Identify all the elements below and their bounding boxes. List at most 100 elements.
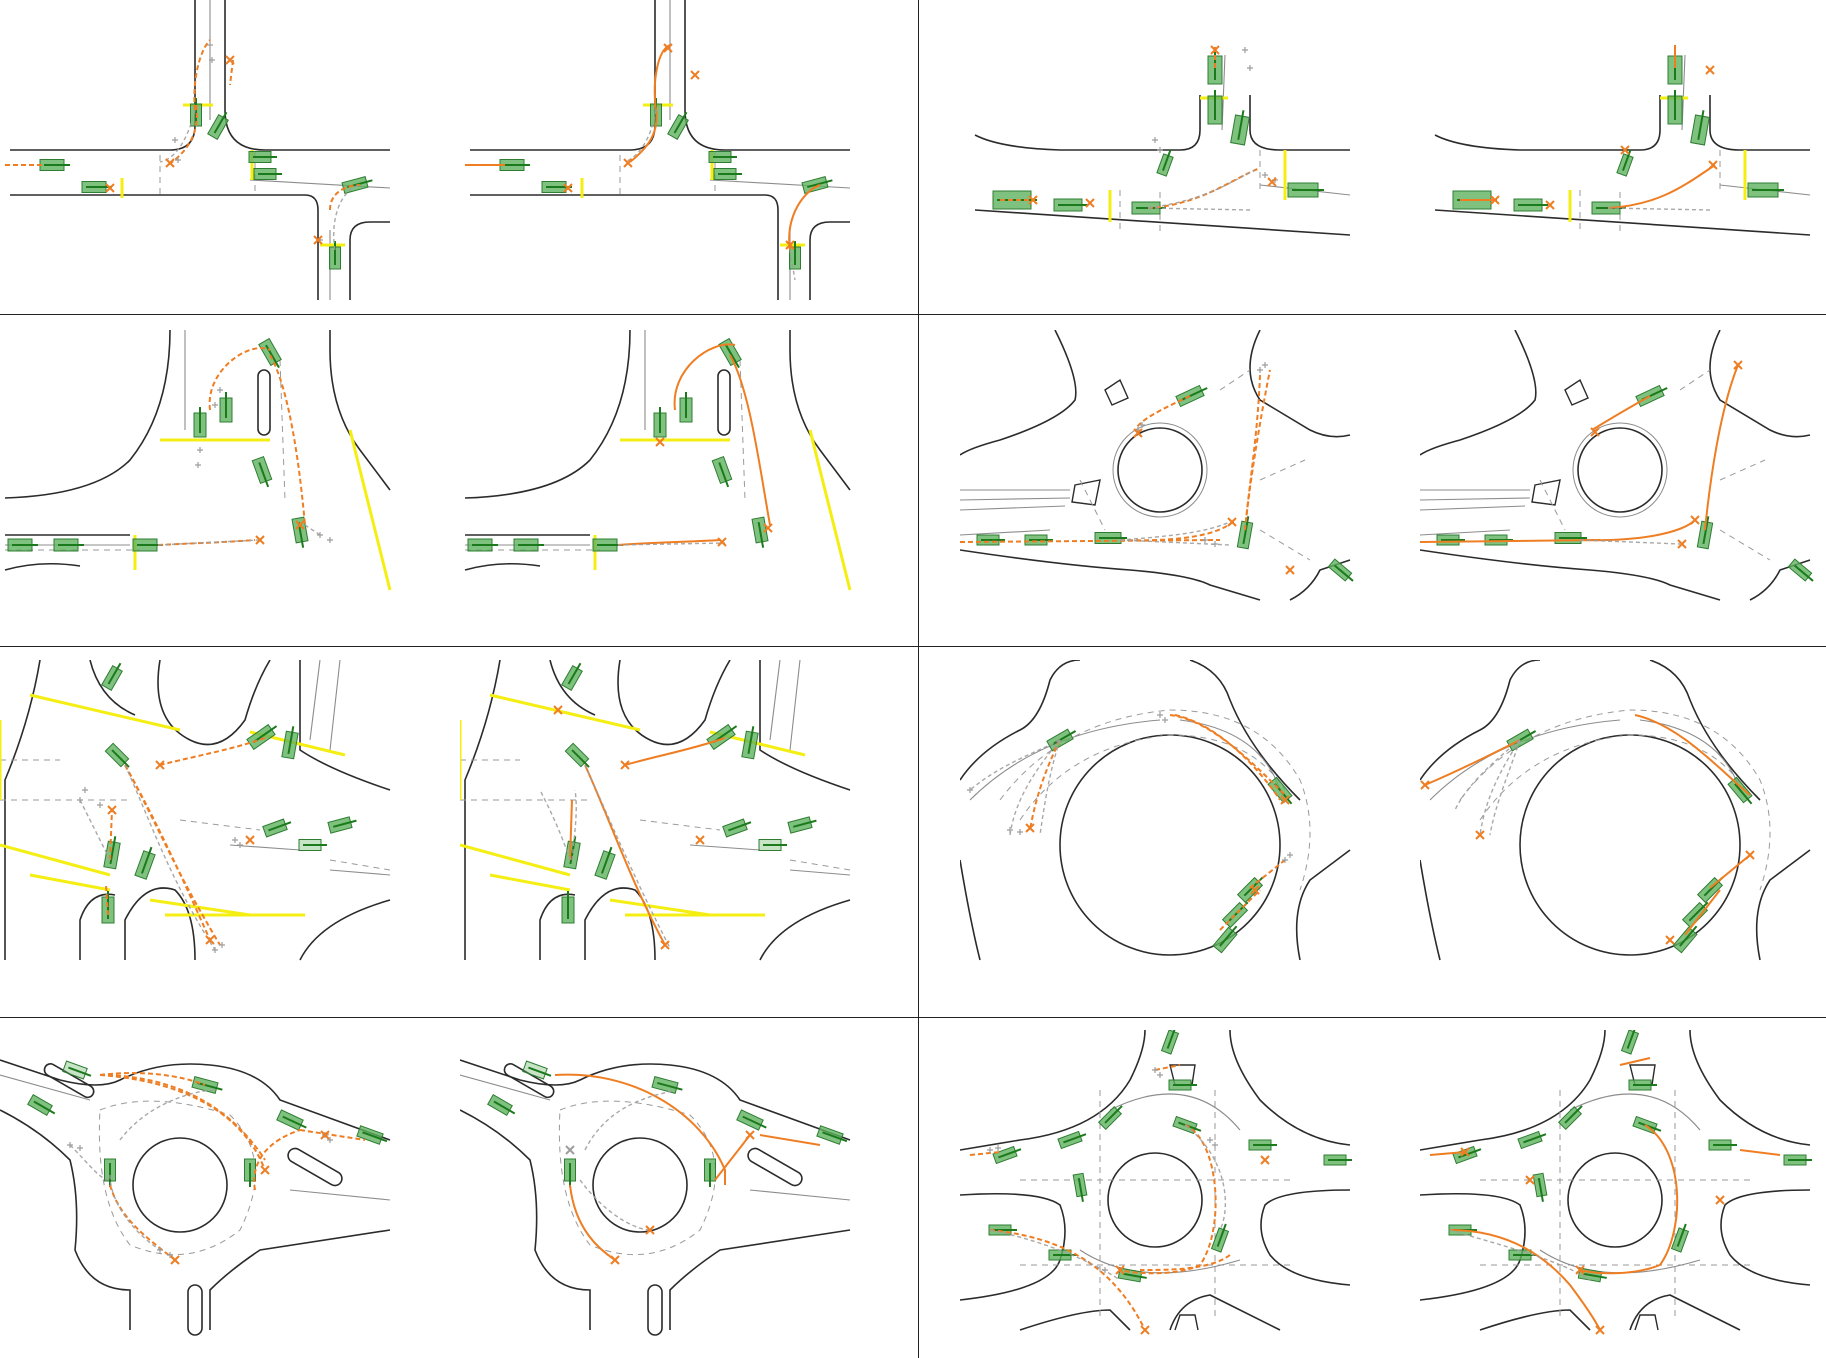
endpoint-marker bbox=[690, 70, 700, 80]
scene-panel-r4-left-selected bbox=[460, 1030, 860, 1340]
central-island-ring bbox=[1572, 422, 1668, 518]
vehicle bbox=[7, 538, 38, 552]
predicted-trajectory bbox=[1684, 889, 1721, 936]
vehicle bbox=[1160, 1030, 1180, 1055]
predicted-trajectory bbox=[99, 1074, 266, 1171]
predicted-trajectory bbox=[1607, 164, 1716, 209]
splitter-island bbox=[1071, 479, 1101, 506]
heading-line bbox=[1679, 925, 1698, 947]
heading-line bbox=[1122, 1272, 1147, 1279]
vehicle bbox=[741, 726, 759, 760]
vehicle bbox=[219, 392, 233, 423]
predicted-trajectory bbox=[109, 1184, 176, 1261]
vehicle bbox=[1131, 201, 1166, 215]
scene-svg bbox=[960, 660, 1351, 961]
dashed-lane-line bbox=[1259, 529, 1311, 561]
vehicle bbox=[1168, 1079, 1197, 1091]
predicted-trajectory bbox=[159, 737, 266, 766]
traffic-island bbox=[187, 1284, 203, 1336]
predicted-trajectory bbox=[788, 184, 821, 251]
endpoint-marker bbox=[313, 235, 323, 245]
road-edge bbox=[960, 1192, 1066, 1301]
heading-line bbox=[742, 1115, 767, 1129]
waypoint-marker bbox=[1212, 1142, 1218, 1148]
road-edge bbox=[1749, 559, 1811, 601]
dashed-lane-line bbox=[279, 359, 286, 501]
lane-line bbox=[960, 529, 1051, 536]
waypoint-marker bbox=[195, 462, 201, 468]
road-edge bbox=[1629, 1294, 1741, 1331]
scene-svg bbox=[460, 660, 851, 961]
lane-line bbox=[329, 660, 341, 751]
road-edge bbox=[617, 660, 731, 746]
road-edge bbox=[1755, 849, 1811, 961]
waypoint-marker bbox=[77, 1145, 83, 1151]
vehicle bbox=[653, 407, 667, 438]
lane-line bbox=[789, 869, 851, 876]
waypoint-marker bbox=[207, 42, 213, 48]
road-edge bbox=[684, 0, 850, 151]
ground-truth-trajectory bbox=[69, 1144, 111, 1181]
central-island bbox=[592, 1137, 688, 1233]
heading-line bbox=[197, 1081, 223, 1091]
endpoint-marker bbox=[295, 520, 305, 530]
splitter-island bbox=[1531, 479, 1561, 506]
road-edge bbox=[1420, 330, 1537, 456]
vehicle bbox=[1323, 1154, 1352, 1166]
vehicle bbox=[1557, 1105, 1583, 1131]
heading-line bbox=[1697, 110, 1705, 141]
endpoint-marker bbox=[225, 55, 235, 65]
road-edge bbox=[960, 330, 1077, 456]
dashed-lane-line bbox=[329, 859, 391, 871]
predicted-trajectory bbox=[229, 59, 234, 86]
waypoint-marker bbox=[995, 1145, 1001, 1151]
vehicle bbox=[1532, 1172, 1548, 1202]
waypoint-marker bbox=[167, 1252, 173, 1258]
predicted-trajectory bbox=[1119, 1124, 1217, 1275]
endpoint-marker bbox=[1665, 935, 1675, 945]
endpoint-marker bbox=[1210, 45, 1220, 55]
scene-panel-r1-right-selected bbox=[1420, 0, 1820, 300]
dashed-lane-line bbox=[1019, 734, 1286, 821]
ground-truth-trajectory bbox=[1147, 169, 1256, 209]
endpoint-marker bbox=[745, 1130, 755, 1140]
heading-line bbox=[1237, 110, 1245, 141]
ground-truth-trajectory bbox=[333, 184, 361, 251]
lane-line bbox=[309, 660, 321, 741]
heading-line bbox=[1216, 1223, 1227, 1247]
scene-panel-r1-right-multimodal bbox=[960, 0, 1360, 300]
road-edge bbox=[329, 330, 391, 491]
waypoint-marker bbox=[1102, 1267, 1108, 1273]
vehicle bbox=[561, 662, 583, 691]
scene-panel-r3-left-selected bbox=[460, 660, 860, 990]
ground-truth-trajectory bbox=[584, 764, 671, 949]
predicted-trajectory bbox=[124, 764, 221, 946]
road-edge bbox=[79, 893, 116, 960]
heading-line bbox=[1162, 149, 1172, 171]
vehicle bbox=[244, 1158, 256, 1187]
ground-truth-trajectory bbox=[79, 799, 111, 861]
dashed-lane-line bbox=[999, 709, 1311, 891]
vehicle bbox=[1094, 532, 1127, 544]
vehicle bbox=[132, 538, 163, 552]
dashed-lane-line bbox=[1079, 479, 1106, 531]
central-island bbox=[1577, 427, 1663, 513]
endpoint-marker bbox=[1708, 160, 1718, 170]
vehicle bbox=[1620, 1030, 1640, 1055]
heading-line bbox=[33, 1100, 56, 1115]
vehicle bbox=[711, 456, 733, 488]
endpoint-marker bbox=[1690, 515, 1700, 525]
vehicle bbox=[327, 816, 357, 834]
lane-line bbox=[1109, 1093, 1241, 1131]
road-edge bbox=[299, 660, 391, 791]
scene-svg bbox=[460, 1059, 851, 1336]
road-edge bbox=[4, 562, 81, 571]
stop-line bbox=[29, 873, 111, 892]
vehicle bbox=[1024, 534, 1053, 546]
ground-truth-trajectory bbox=[1479, 739, 1521, 836]
heading-line bbox=[268, 821, 292, 832]
vehicle bbox=[667, 111, 689, 140]
vehicle bbox=[704, 1158, 716, 1187]
waypoint-marker bbox=[1282, 857, 1288, 863]
lane-line bbox=[1420, 497, 1531, 501]
